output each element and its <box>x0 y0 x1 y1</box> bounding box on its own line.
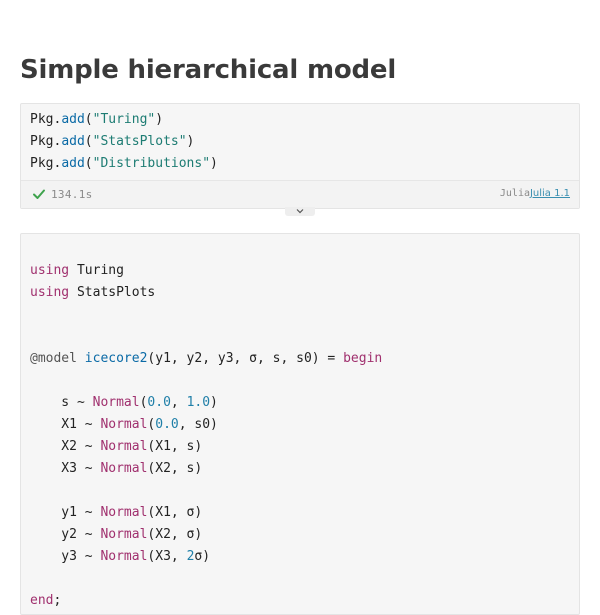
kernel-link[interactable]: Julia 1.1 <box>529 188 570 199</box>
page-title: Simple hierarchical model <box>20 55 397 85</box>
code-line: y3 ~ Normal(X3, 2σ) <box>30 549 211 564</box>
code-line-blank <box>30 568 579 590</box>
code-line-blank <box>30 304 579 326</box>
cell-language: Julia <box>499 188 530 199</box>
code-cell-install[interactable]: Pkg.add("Turing") Pkg.add("StatsPlots") Pk… <box>20 103 580 209</box>
code-line: X2 ~ Normal(X1, s) <box>30 439 203 454</box>
execution-time: 134.1s <box>51 188 93 201</box>
chevron-down-icon <box>296 209 304 214</box>
code-line-blank <box>30 370 579 392</box>
code-line: Pkg.add("Turing") <box>30 112 164 127</box>
collapse-toggle-button[interactable] <box>285 207 315 216</box>
code-line: Pkg.add("StatsPlots") <box>30 134 195 149</box>
code-line: s ~ Normal(0.0, 1.0) <box>30 395 218 410</box>
code-line: y2 ~ Normal(X2, σ) <box>30 527 203 542</box>
cell-status-bar: 134.1s Julia Julia 1.1 <box>21 180 579 208</box>
code-line: using StatsPlots <box>30 285 156 300</box>
code-editor[interactable]: Pkg.add("Turing") Pkg.add("StatsPlots") Pk… <box>21 104 579 181</box>
code-editor[interactable]: using Turing using StatsPlots @model iceco… <box>21 234 579 612</box>
code-line-blank <box>30 480 579 502</box>
code-line: Pkg.add("Distributions") <box>30 156 218 171</box>
code-line: using Turing <box>30 263 124 278</box>
code-line: X3 ~ Normal(X2, s) <box>30 461 203 476</box>
code-line: end; <box>30 593 62 608</box>
code-line: y1 ~ Normal(X1, σ) <box>30 505 203 520</box>
code-line: @model icecore2(y1, y2, y3, σ, s, s0) = … <box>30 351 383 366</box>
code-cell-model[interactable]: using Turing using StatsPlots @model iceco… <box>20 233 580 615</box>
code-line: X1 ~ Normal(0.0, s0) <box>30 417 218 432</box>
check-icon <box>33 189 45 199</box>
code-line-blank <box>30 326 579 348</box>
